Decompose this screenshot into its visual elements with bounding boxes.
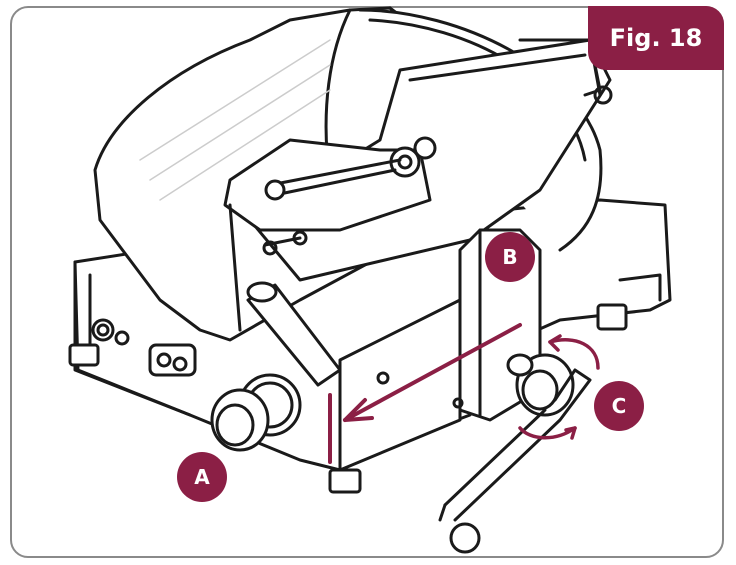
- callout-b: B: [485, 232, 535, 282]
- knob-a: [210, 373, 302, 452]
- product-holder: [223, 136, 437, 332]
- rotation-arrows-icon: [518, 334, 600, 440]
- knob-c: [438, 353, 592, 554]
- figure-frame: [10, 6, 724, 558]
- figure-number-badge: Fig. 18: [588, 6, 724, 70]
- arrow-direction-icon: [328, 323, 522, 464]
- callout-a: A: [177, 452, 227, 502]
- carriage-handle: [246, 281, 342, 387]
- callout-c: C: [594, 381, 644, 431]
